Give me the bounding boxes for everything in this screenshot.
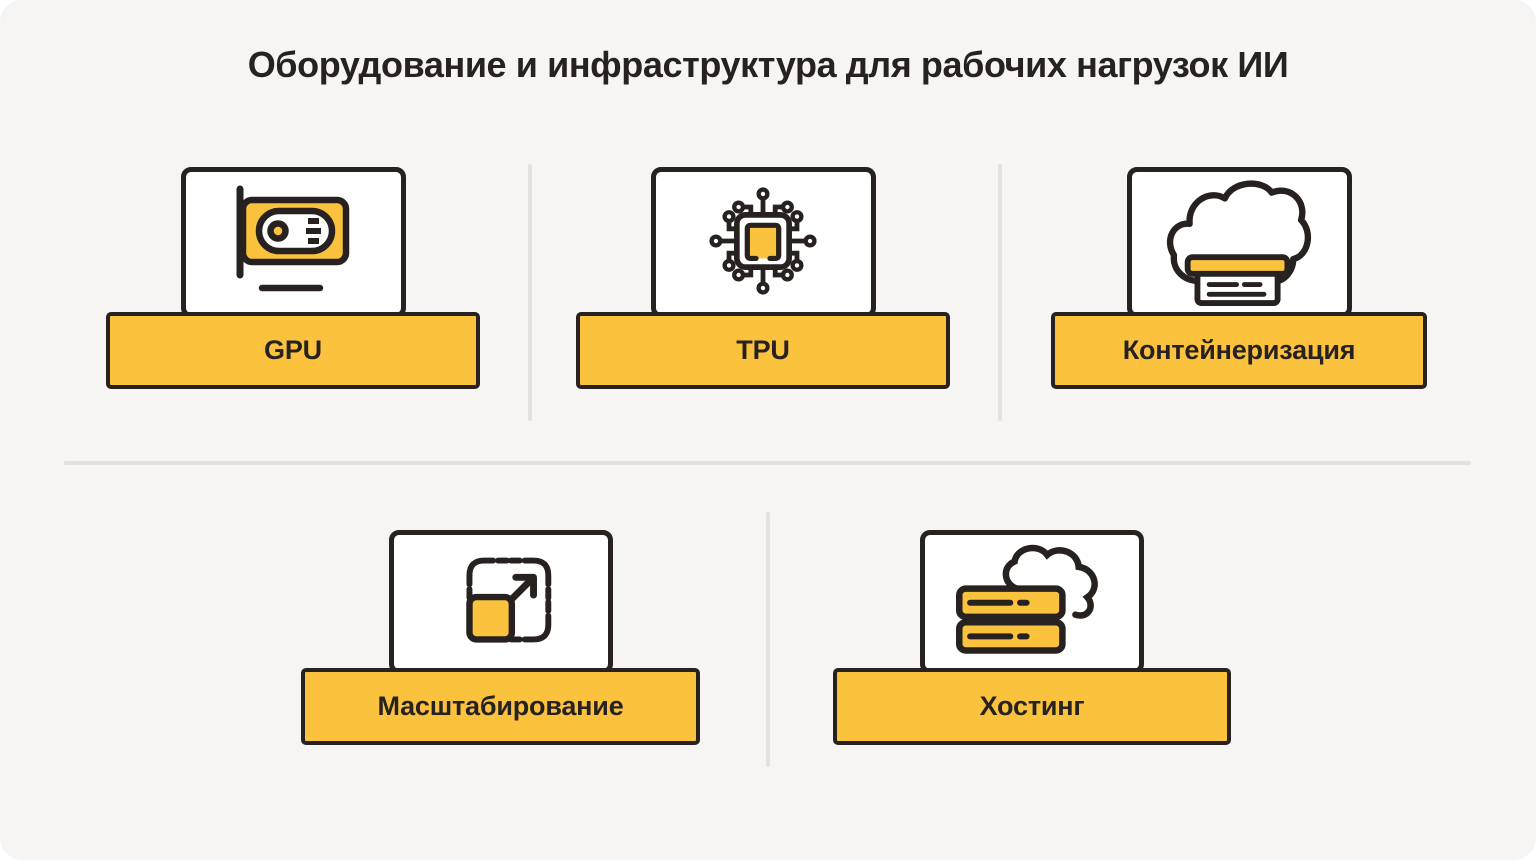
scaling-label: Масштабирование (377, 691, 624, 721)
gpu-card-icon (236, 185, 350, 292)
tpu-chip-icon (709, 186, 817, 295)
tpu-icon-box (650, 167, 876, 318)
containerization-icon-box (1126, 167, 1352, 318)
top-row-divider-1 (528, 164, 532, 421)
containerization-label: Контейнеризация (1122, 335, 1356, 365)
card-tpu: TPU (576, 167, 950, 389)
tpu-label: TPU (736, 335, 790, 365)
horizontal-divider (64, 461, 1471, 465)
bottom-row-divider (766, 512, 770, 767)
gpu-label: GPU (264, 335, 322, 365)
tpu-banner: TPU (576, 312, 950, 389)
top-row-divider-2 (998, 164, 1002, 421)
expand-arrow-icon (465, 557, 551, 643)
scaling-banner: Масштабирование (301, 668, 700, 745)
containerization-banner: Контейнеризация (1051, 312, 1427, 389)
hosting-icon-box (920, 530, 1144, 674)
cloud-container-icon (1166, 179, 1312, 306)
hosting-label: Хостинг (979, 691, 1085, 721)
cloud-servers-icon (956, 544, 1098, 654)
gpu-icon-box (180, 167, 406, 318)
scaling-icon-box (388, 530, 613, 674)
card-scaling: Масштабирование (301, 530, 700, 745)
page-title: Оборудование и инфраструктура для рабочи… (247, 44, 1289, 85)
card-containerization: Контейнеризация (1051, 167, 1427, 389)
card-hosting: Хостинг (833, 530, 1231, 745)
card-gpu: GPU (106, 167, 480, 389)
gpu-banner: GPU (106, 312, 480, 389)
hosting-banner: Хостинг (833, 668, 1231, 745)
